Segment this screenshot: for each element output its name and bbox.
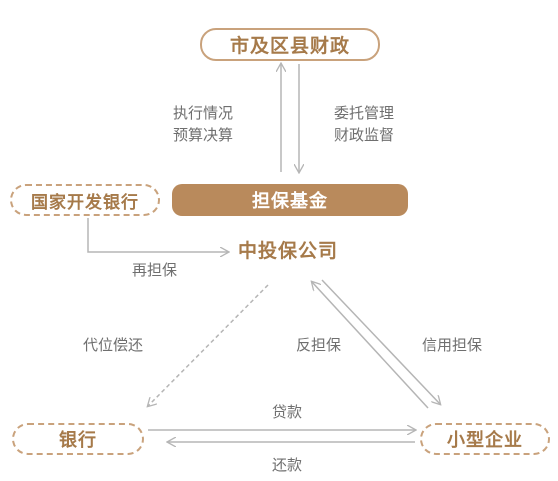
node-dev-bank-label: 国家开发银行 [31,192,139,213]
node-city-finance: 市及区县财政 [200,28,380,61]
edge-label-compensate: 代位偿还 [83,336,144,354]
node-bank-label: 银行 [59,430,97,451]
node-company: 中投保公司 [238,240,339,262]
edge-label-credit-guarantee: 信用担保 [422,336,483,354]
edge-label-execution: 执行情况 预算决算 [173,102,233,146]
node-sme: 小型企业 [420,423,550,455]
node-fund: 担保基金 [172,184,408,216]
arrow-compensate [148,284,269,406]
node-sme-label: 小型企业 [447,430,523,451]
edge-label-reguarantee: 再担保 [132,261,178,279]
edge-label-counter-guarantee: 反担保 [296,336,342,354]
edge-label-repay: 还款 [272,456,303,474]
edge-label-entrust-line1: 委托管理 [334,104,395,122]
arrow-credit-guarantee [321,279,440,404]
edge-label-entrust-line2: 财政监督 [334,126,395,144]
arrow-reguarantee [87,218,228,252]
edge-label-execution-line1: 执行情况 [173,104,234,122]
node-bank: 银行 [12,423,144,455]
node-city-finance-label: 市及区县财政 [229,35,350,57]
edge-label-loan: 贷款 [272,403,303,421]
node-dev-bank: 国家开发银行 [10,184,160,216]
edge-label-entrust: 委托管理 财政监督 [334,102,394,146]
node-fund-label: 担保基金 [252,191,328,212]
edge-label-execution-line2: 预算决算 [173,126,234,144]
arrow-counter-guarantee [312,282,429,409]
